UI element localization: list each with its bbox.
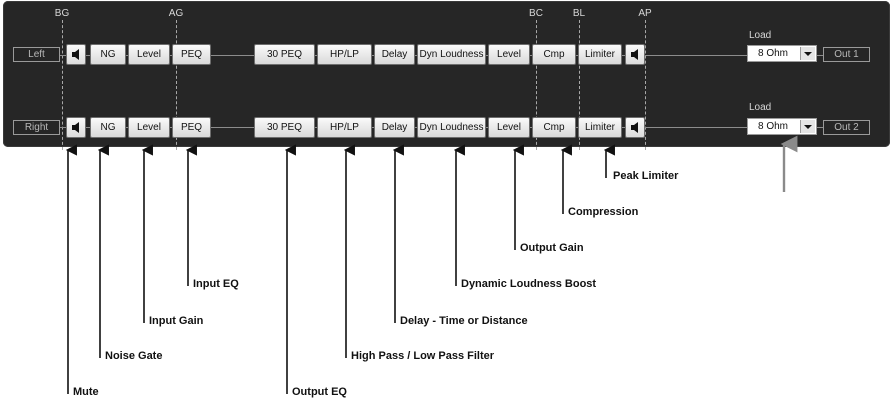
limiter-button-right[interactable]: Limiter (578, 117, 622, 138)
level-out-button-right[interactable]: Level (488, 117, 530, 138)
cmp-button-left[interactable]: Cmp (532, 44, 576, 65)
limiter-button-left[interactable]: Limiter (578, 44, 622, 65)
hplp-button-right[interactable]: HP/LP (317, 117, 372, 138)
annotation-input-gain: Input Gain (149, 315, 204, 327)
delay-button-right[interactable]: Delay (374, 117, 415, 138)
annotation-dyn-loudness: Dynamic Loudness Boost (461, 278, 597, 290)
load-label-left: Load (749, 30, 772, 41)
load-value-right: 8 Ohm (758, 121, 789, 132)
output-label-right: Out 2 (823, 120, 870, 135)
marker-line-bg (62, 20, 63, 150)
marker-ap: AP (638, 8, 652, 19)
annotation-compression: Compression (568, 206, 639, 218)
speaker-icon (631, 122, 638, 133)
load-select-left[interactable]: 8 Ohm (747, 45, 817, 62)
level-out-button-left[interactable]: Level (488, 44, 530, 65)
load-label-right: Load (749, 102, 772, 113)
output-label-left: Out 1 (823, 47, 870, 62)
marker-bl: BL (572, 8, 586, 19)
marker-line-ag (176, 20, 177, 150)
mute-button-left[interactable] (66, 44, 86, 65)
peq-button-right[interactable]: PEQ (172, 117, 211, 138)
dyn-loudness-button-left[interactable]: Dyn Loudness (417, 44, 486, 65)
annotation-hplp: High Pass / Low Pass Filter (351, 350, 495, 362)
delay-button-left[interactable]: Delay (374, 44, 415, 65)
chevron-down-icon[interactable] (800, 47, 815, 60)
level-in-button-right[interactable]: Level (128, 117, 170, 138)
marker-line-bl (579, 20, 580, 150)
output-mute-button-left[interactable] (625, 44, 645, 65)
speaker-icon (72, 122, 79, 133)
cmp-button-right[interactable]: Cmp (532, 117, 576, 138)
marker-ag: AG (168, 8, 184, 19)
annotation-peak-limiter: Peak Limiter (613, 170, 679, 182)
load-select-right[interactable]: 8 Ohm (747, 118, 817, 135)
marker-line-bc (536, 20, 537, 150)
speaker-icon (631, 49, 638, 60)
peq30-button-right[interactable]: 30 PEQ (254, 117, 315, 138)
peq-button-left[interactable]: PEQ (172, 44, 211, 65)
level-in-button-left[interactable]: Level (128, 44, 170, 65)
annotation-output-gain: Output Gain (520, 242, 584, 254)
chevron-down-icon[interactable] (800, 120, 815, 133)
hplp-button-left[interactable]: HP/LP (317, 44, 372, 65)
annotation-delay: Delay - Time or Distance (400, 315, 528, 327)
marker-bc: BC (529, 8, 543, 19)
marker-line-ap (645, 20, 646, 150)
annotation-input-eq: Input EQ (193, 278, 239, 290)
load-value-left: 8 Ohm (758, 48, 789, 59)
dyn-loudness-button-right[interactable]: Dyn Loudness (417, 117, 486, 138)
input-label-left: Left (13, 47, 60, 62)
marker-bg: BG (54, 8, 70, 19)
annotation-output-eq: Output EQ (292, 386, 347, 398)
ng-button-left[interactable]: NG (90, 44, 126, 65)
mute-button-right[interactable] (66, 117, 86, 138)
peq30-button-left[interactable]: 30 PEQ (254, 44, 315, 65)
input-label-right: Right (13, 120, 60, 135)
annotation-noise-gate: Noise Gate (105, 350, 163, 362)
output-mute-button-right[interactable] (625, 117, 645, 138)
speaker-icon (72, 49, 79, 60)
annotation-mute: Mute (73, 386, 99, 398)
ng-button-right[interactable]: NG (90, 117, 126, 138)
